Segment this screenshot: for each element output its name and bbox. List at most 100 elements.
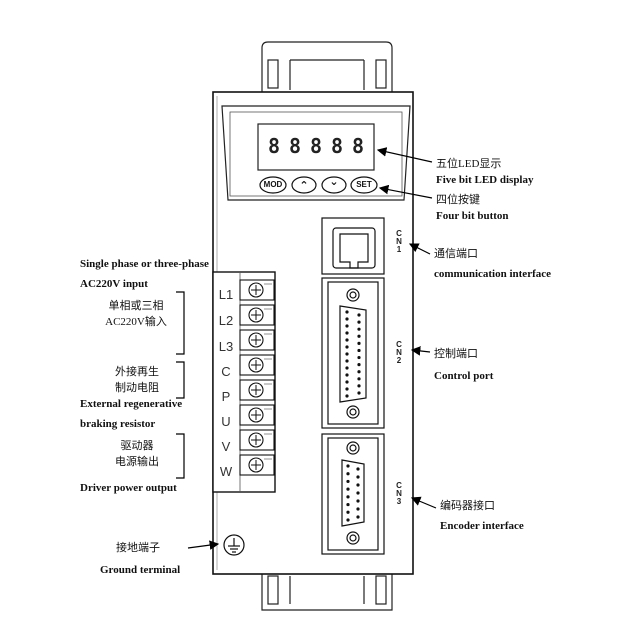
terminal-screw-row [239, 279, 275, 301]
ctrl-label-en: Control port [434, 370, 494, 382]
brake-label-cn-1: 外接再生 [115, 366, 159, 378]
cn2-label: CN2 [396, 340, 402, 365]
connector-pin [356, 515, 360, 519]
mod-button-shape [259, 176, 287, 194]
output-label-cn-2: 电源输出 [115, 456, 159, 468]
led-digit: 8 [267, 134, 281, 158]
comm-label-cn: 通信端口 [434, 248, 478, 260]
connector-pin [345, 394, 349, 398]
enc-label-en: Encoder interface [440, 520, 524, 532]
connector-pin [345, 331, 349, 335]
terminal-label-l1: L1 [218, 287, 234, 302]
connector-pin [357, 363, 361, 367]
comm-label-en: communication interface [434, 268, 551, 280]
input-label-en-1: Single phase or three-phase [80, 258, 209, 270]
terminal-label-u: U [221, 414, 231, 429]
connector-pin [346, 464, 350, 468]
terminal-label-w: W [219, 464, 233, 479]
output-label-cn-1: 驱动器 [120, 440, 154, 452]
connector-pin [357, 348, 361, 353]
connector-pin [345, 310, 349, 314]
button-label-cn: 四位按键 [436, 194, 480, 206]
connector-pin [345, 324, 349, 328]
terminal-screw-row [239, 454, 275, 476]
connector-pin [356, 467, 360, 471]
connector-pin [356, 491, 360, 495]
set-button[interactable]: SET [356, 180, 372, 189]
terminal-screw-row [239, 329, 275, 351]
terminal-screw-row [239, 354, 275, 376]
led-digit: 8 [330, 134, 344, 158]
connector-pin [357, 384, 361, 388]
button-row [259, 176, 378, 194]
connector-pin [357, 313, 361, 317]
connector-pin [357, 341, 361, 345]
connector-pin [357, 377, 361, 381]
connector-pin [357, 370, 361, 374]
down-button[interactable]: ⌄ [329, 176, 339, 188]
terminal-label-v: V [221, 439, 231, 454]
terminal-screw-row [239, 304, 275, 326]
connector-pin [346, 518, 350, 522]
brake-label-en-1: External regenerative [80, 398, 183, 410]
cn3-label: CN3 [396, 481, 402, 506]
connector-pin [346, 479, 350, 484]
connector-pin [357, 327, 361, 331]
terminal-label-l2: L2 [218, 313, 234, 328]
top-mounting-bracket [261, 41, 393, 92]
connector-pin [345, 387, 349, 391]
ground-terminal-shape [223, 534, 245, 556]
terminal-label-p: P [221, 389, 231, 404]
ground-label-cn: 接地端子 [116, 542, 160, 554]
connector-pin [346, 510, 350, 514]
connector-pin [345, 338, 349, 342]
connector-pin [345, 366, 349, 370]
led-digit: 8 [309, 134, 323, 158]
connector-pin [345, 352, 349, 356]
input-label-cn-2: AC220V输入 [105, 316, 167, 328]
cn1-label: CN1 [396, 229, 402, 254]
input-label-en-2: AC220V input [80, 278, 148, 290]
connector-pin [357, 391, 361, 395]
terminal-screw-row [239, 429, 275, 451]
up-button-shape [291, 176, 317, 194]
connector-pin [357, 355, 361, 360]
connector-pin [346, 502, 350, 507]
cn3-port [321, 433, 385, 555]
connector-pin [345, 359, 349, 363]
connector-pin [345, 317, 349, 321]
ground-label-en: Ground terminal [100, 564, 181, 576]
button-label-en: Four bit button [436, 210, 509, 222]
connector-pin [356, 483, 360, 487]
connector-pin [356, 507, 360, 511]
terminal-screw-row [239, 379, 275, 401]
connector-pin [345, 345, 349, 349]
connector-pin [357, 334, 361, 338]
up-button[interactable]: ⌃ [299, 180, 309, 192]
cn2-port [321, 277, 385, 429]
brake-label-cn-2: 制动电阻 [115, 382, 159, 394]
led-label-en: Five bit LED display [436, 174, 534, 186]
mod-button[interactable]: MOD [263, 180, 283, 189]
bottom-mounting-bracket [261, 572, 393, 611]
connector-pin [345, 373, 349, 377]
led-label-cn: 五位LED显示 [436, 158, 502, 170]
terminal-block [212, 271, 276, 493]
connector-pin [346, 487, 350, 491]
output-label-en: Driver power output [80, 482, 177, 494]
ctrl-label-cn: 控制端口 [434, 348, 478, 360]
terminal-screw-row [239, 404, 275, 426]
connector-pin [346, 495, 350, 499]
connector-pin [356, 499, 360, 503]
connector-pin [345, 380, 349, 384]
brake-label-en-2: braking resistor [80, 418, 156, 430]
led-digit: 8 [351, 134, 365, 158]
connector-pin [346, 472, 350, 476]
set-button-shape [350, 176, 378, 194]
connector-pin [356, 475, 360, 479]
terminal-label-l3: L3 [218, 339, 234, 354]
leader-lines [176, 147, 437, 550]
input-label-cn-1: 单相或三相 [108, 300, 164, 312]
